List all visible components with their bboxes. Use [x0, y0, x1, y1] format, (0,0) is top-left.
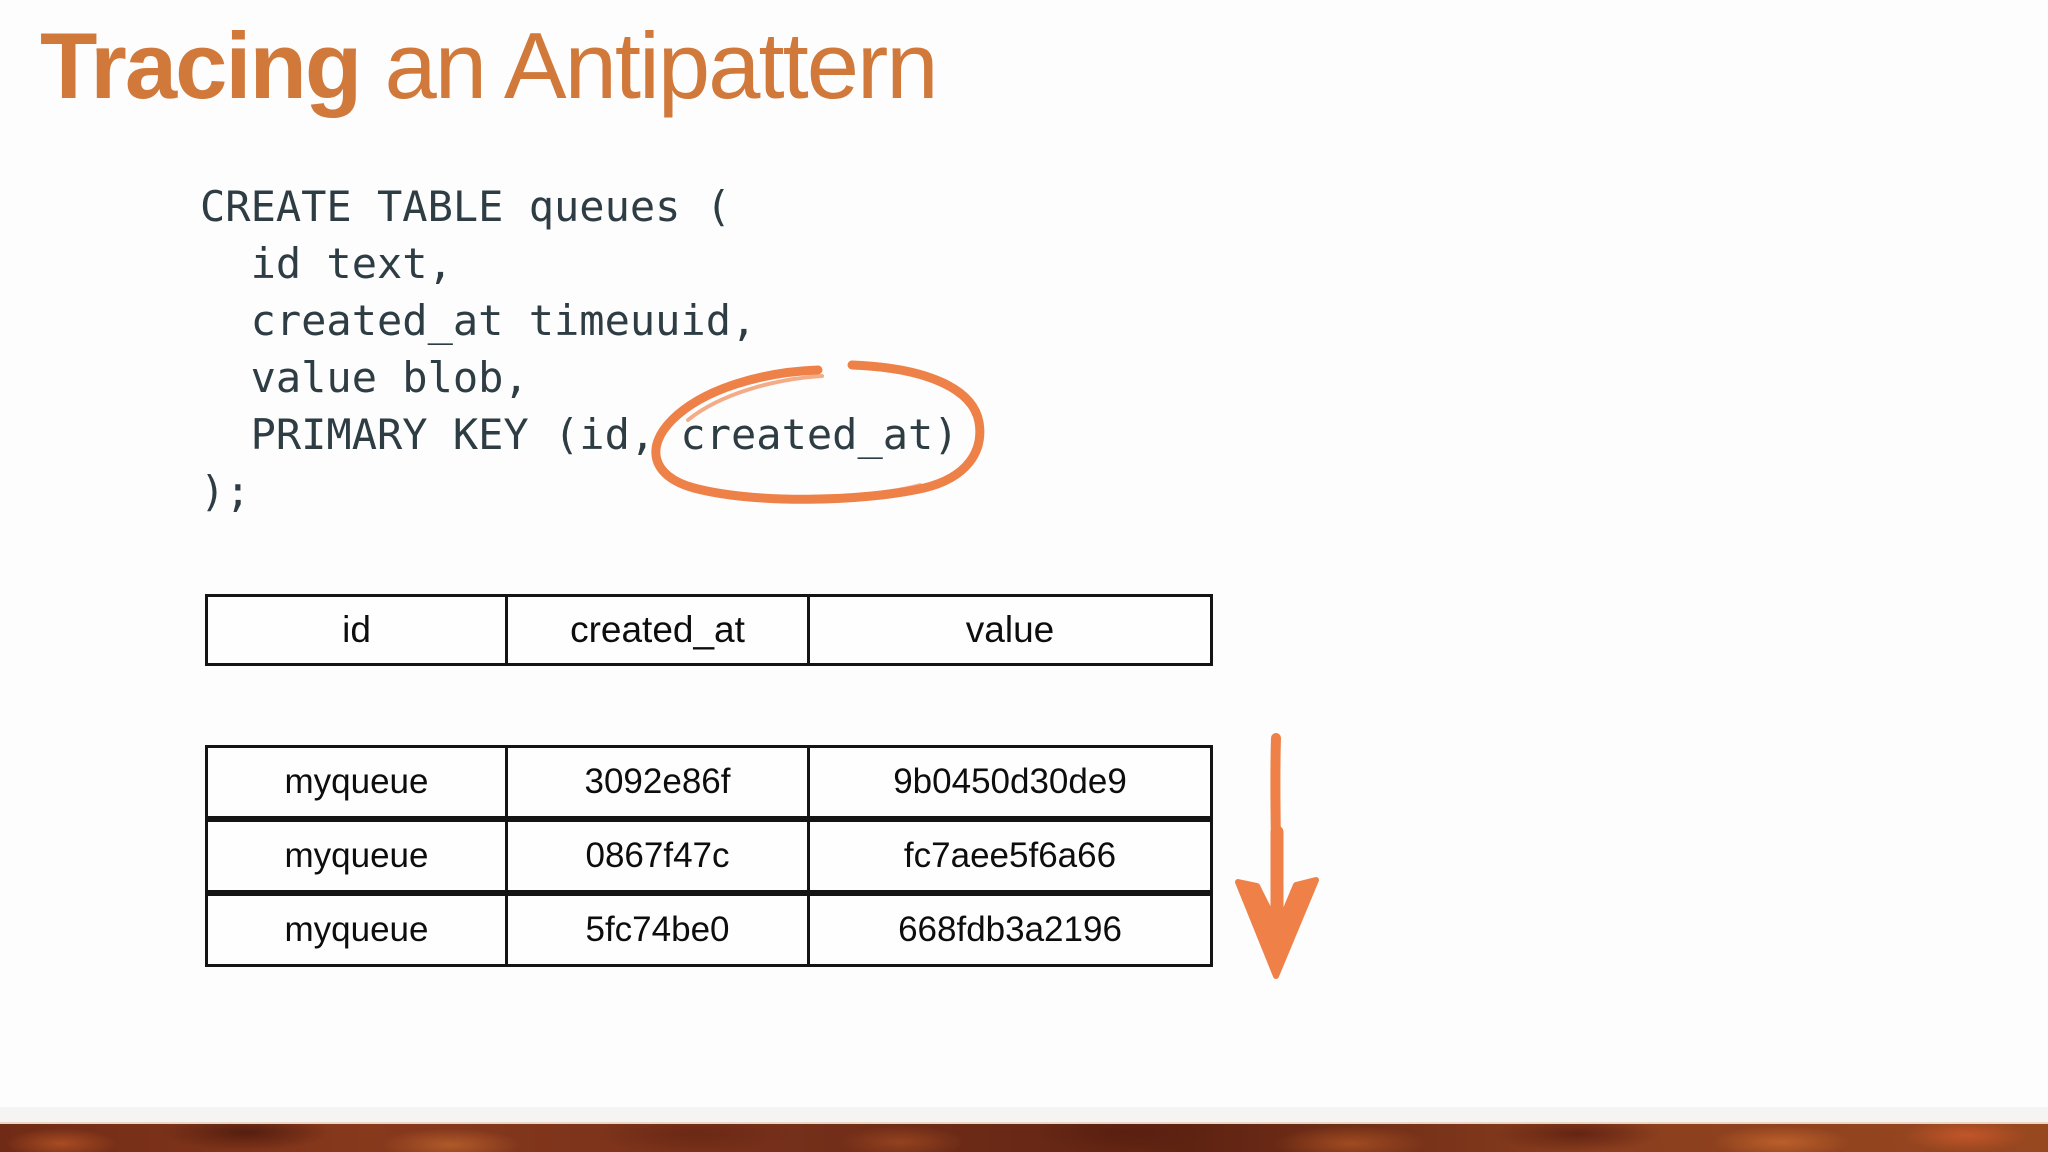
code-line: CREATE TABLE queues ( [200, 182, 732, 231]
table-row: myqueue 5fc74be0 668fdb3a2196 [205, 893, 1213, 967]
table-cell: myqueue [208, 822, 508, 890]
table-cell: myqueue [208, 896, 508, 964]
code-line: ); [200, 467, 251, 516]
title-rest: an Antipattern [360, 13, 938, 118]
header-cell-id: id [208, 597, 508, 663]
table-row: myqueue 3092e86f 9b0450d30de9 [205, 745, 1213, 819]
title-emphasis: Tracing [40, 13, 362, 118]
bottom-light-strip [0, 1107, 2048, 1122]
code-line: id text, [200, 239, 453, 288]
table-cell: 5fc74be0 [508, 896, 810, 964]
bottom-texture-band [0, 1122, 2048, 1152]
hand-drawn-circle-icon [651, 360, 985, 504]
table-cell: 3092e86f [508, 748, 810, 816]
table-cell: 668fdb3a2196 [898, 910, 1122, 949]
code-block: CREATE TABLE queues ( id text, created_a… [200, 178, 959, 520]
code-line: PRIMARY KEY (id, created_at) [200, 410, 959, 459]
data-table: myqueue 3092e86f 9b0450d30de9 myqueue 08… [205, 745, 1213, 967]
code-line: created_at timeuuid, [200, 296, 757, 345]
table-cell: fc7aee5f6a66 [903, 836, 1117, 875]
table-row: myqueue 0867f47c fc7aee5f6a66 [205, 819, 1213, 893]
code-line: value blob, [200, 353, 529, 402]
schema-header-table: id created_at value [205, 594, 1213, 666]
page-title: Tracing an Antipattern [40, 13, 939, 124]
header-cell-value: value [965, 609, 1055, 650]
down-arrow-icon [1235, 733, 1319, 979]
header-cell-created-at: created_at [508, 597, 810, 663]
table-cell: myqueue [208, 748, 508, 816]
table-cell: 0867f47c [508, 822, 810, 890]
table-cell: 9b0450d30de9 [893, 762, 1127, 801]
